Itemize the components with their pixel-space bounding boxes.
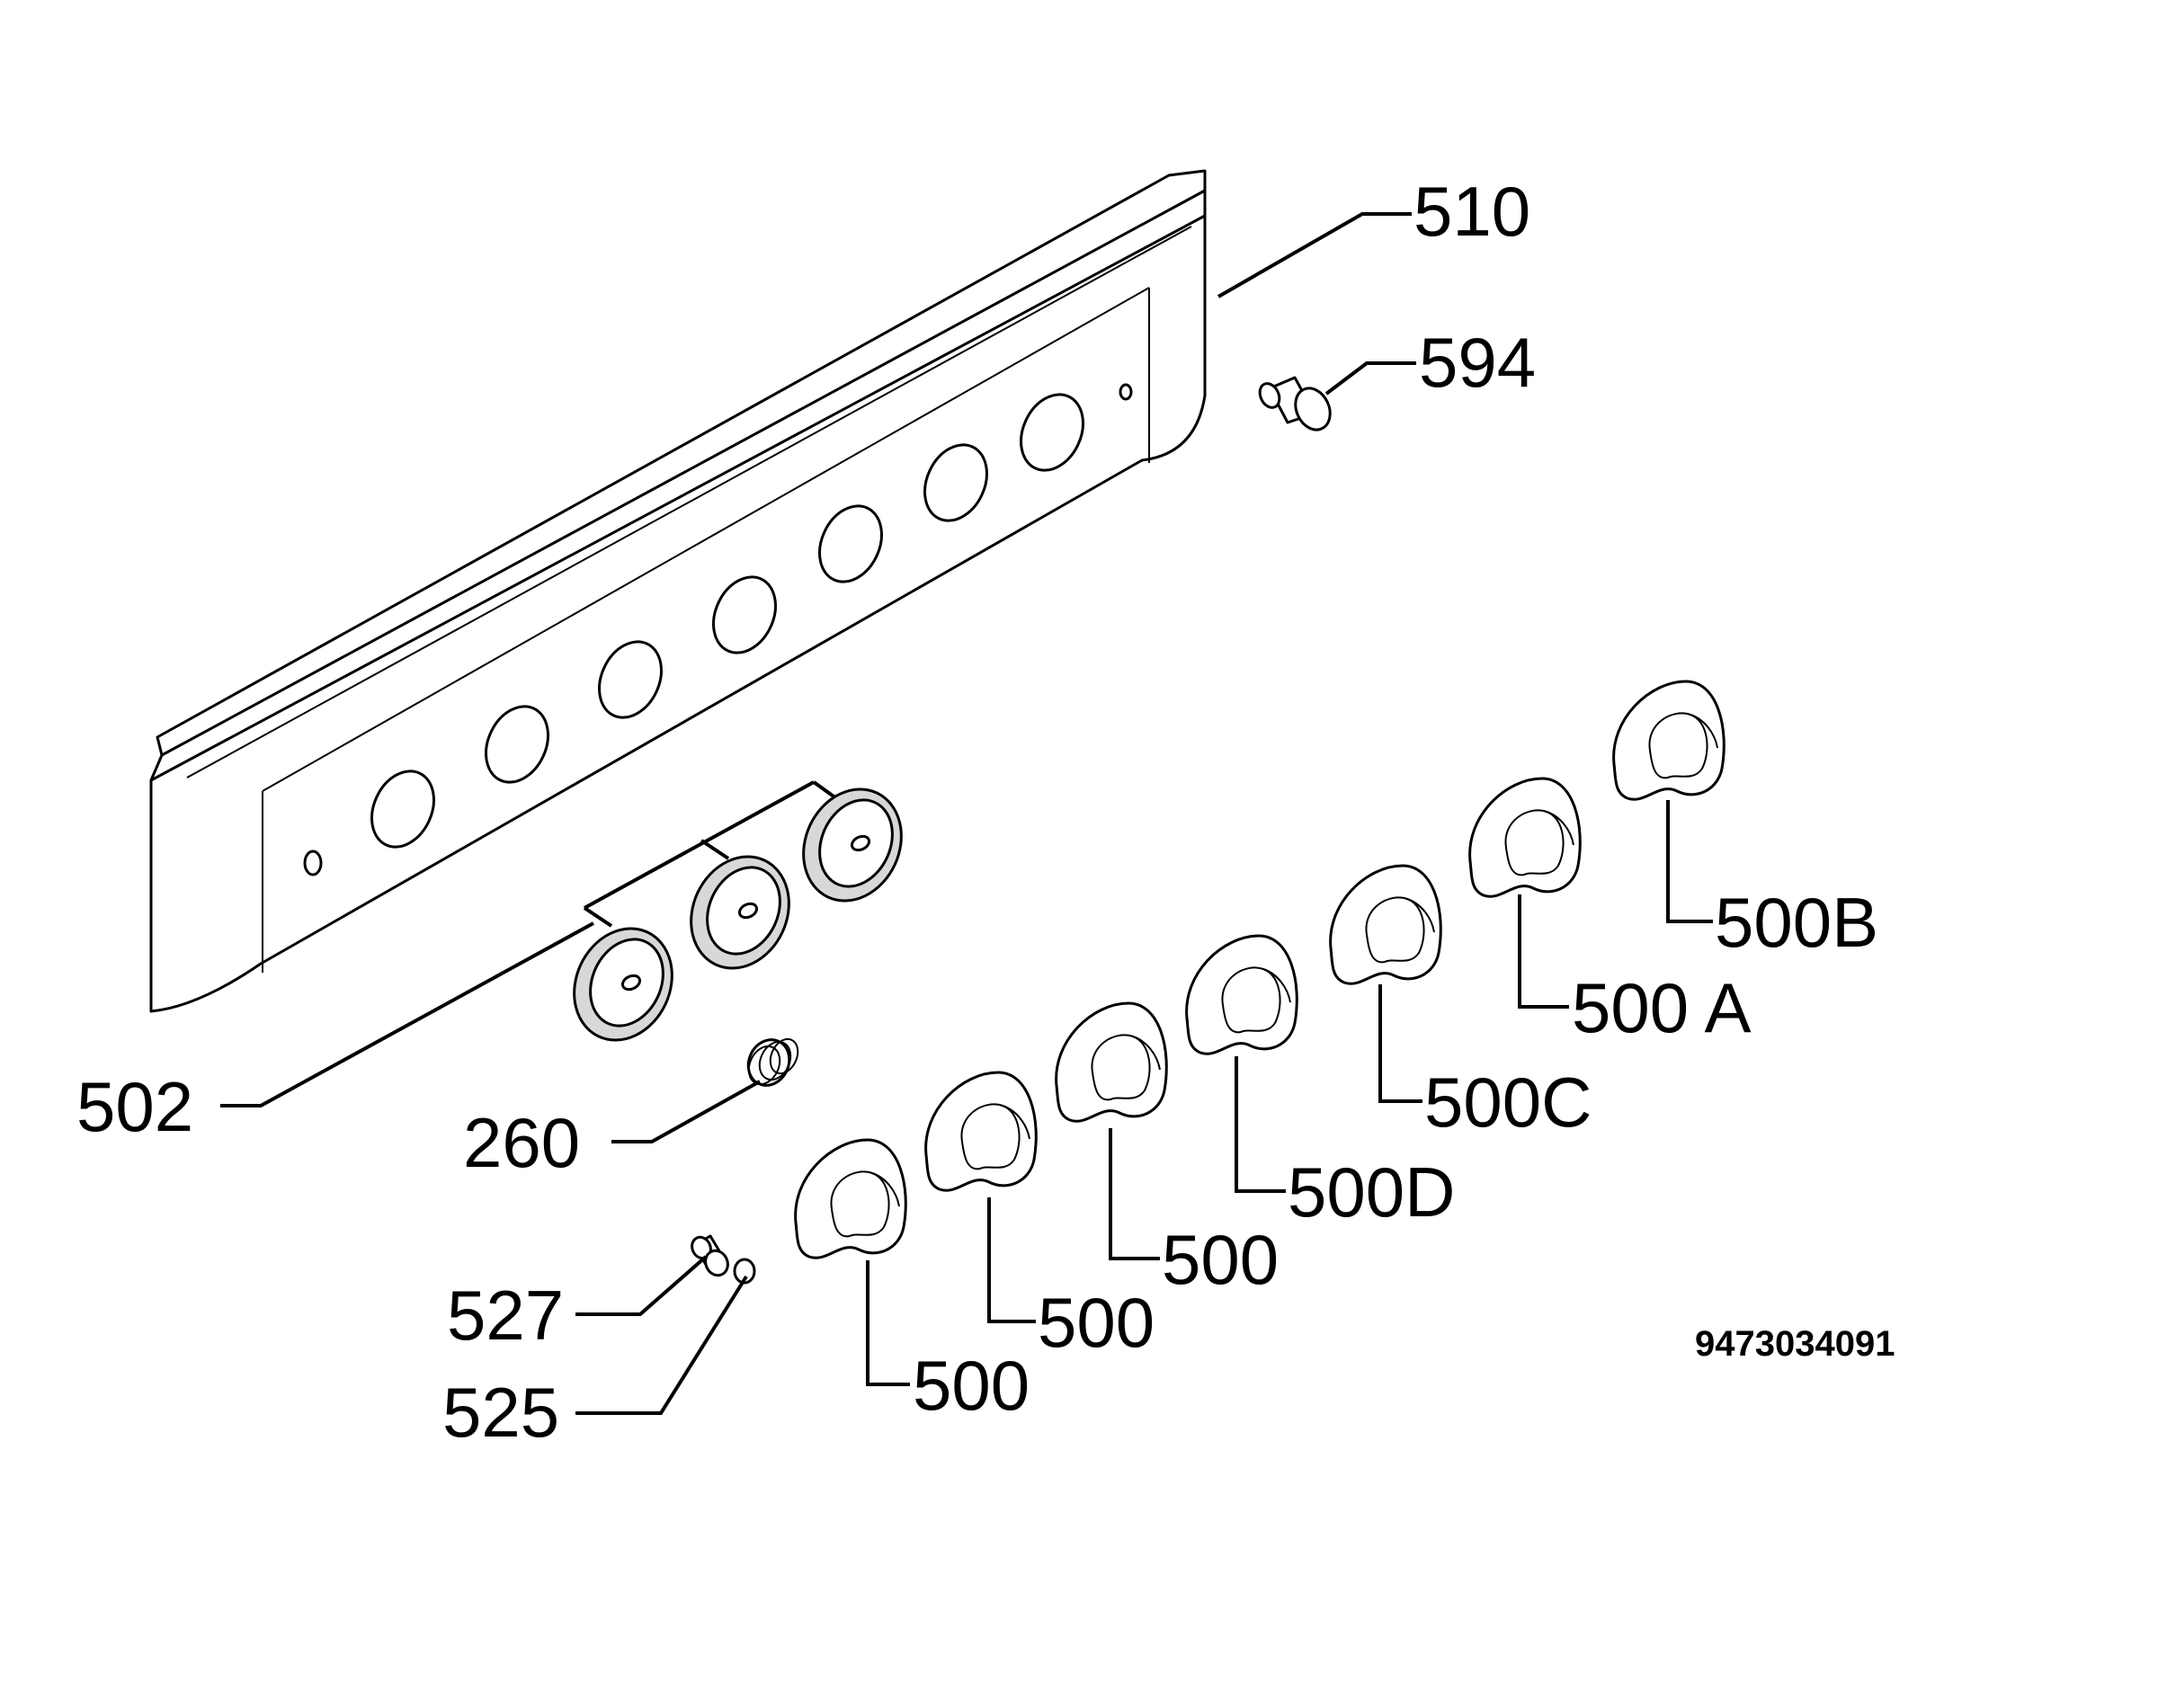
spring-260	[746, 1037, 799, 1087]
label-knob-500D: 500D	[1288, 1152, 1455, 1232]
label-594: 594	[1419, 323, 1536, 402]
screw-hole-left	[303, 850, 323, 876]
label-knob-500-1: 500	[913, 1346, 1030, 1425]
label-knob-500-2: 500	[1038, 1283, 1155, 1362]
control-panel-510	[149, 169, 1207, 1013]
label-527: 527	[447, 1276, 564, 1355]
knob-holes	[370, 393, 1084, 849]
label-502: 502	[76, 1067, 193, 1146]
knob	[1055, 1001, 1168, 1123]
screw-hole-right	[1119, 383, 1133, 401]
knob	[924, 1071, 1038, 1192]
bezel	[690, 855, 790, 970]
bezel	[802, 787, 903, 903]
label-knob-500A: 500 A	[1572, 968, 1752, 1047]
bezels-502	[573, 780, 903, 1042]
label-knob-500C: 500C	[1424, 1063, 1592, 1142]
label-510: 510	[1413, 172, 1530, 251]
label-260: 260	[463, 1103, 580, 1182]
bezel	[573, 927, 673, 1042]
knob	[1468, 777, 1582, 898]
knob	[1185, 934, 1298, 1055]
part-labels: 510 594 502 260 527 525 500 500 500 500D…	[76, 172, 1895, 1452]
bushing-527	[691, 1234, 729, 1277]
knobs-500	[794, 680, 1726, 1259]
label-knob-500B: 500B	[1715, 883, 1878, 962]
label-knob-500-3: 500	[1162, 1220, 1279, 1299]
knob	[1329, 864, 1442, 985]
label-525: 525	[442, 1373, 559, 1452]
knob	[794, 1138, 907, 1259]
knob	[1612, 680, 1726, 801]
washer-525	[733, 1258, 756, 1285]
plug-594	[1258, 376, 1332, 431]
leader-lines	[220, 212, 1713, 1415]
drawing-code: 9473034091	[1695, 1324, 1895, 1364]
